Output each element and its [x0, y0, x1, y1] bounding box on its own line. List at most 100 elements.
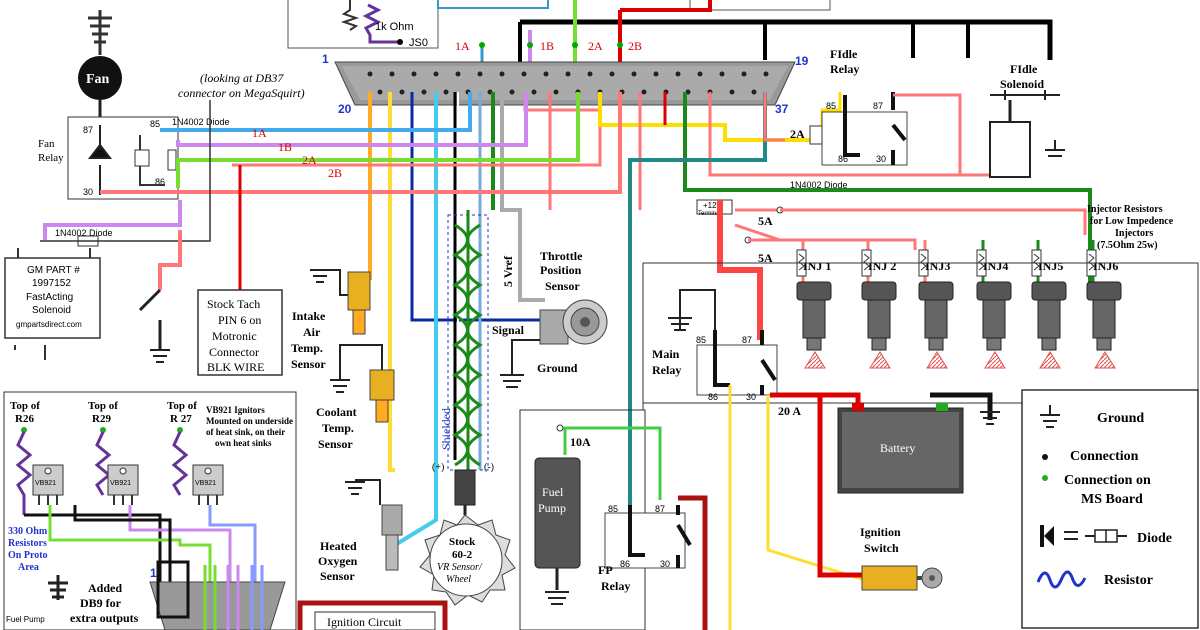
o2-label-3: Sensor [320, 569, 355, 583]
main-relay: Main Relay 85 87 86 30 20 A Battery Igni… [642, 262, 1199, 630]
main-pin-86: 86 [708, 392, 718, 402]
tach-line-3: Motronic [212, 329, 257, 343]
tps: Throttle Position Sensor 5 Vref Signal G… [492, 249, 608, 388]
db9-note-1: Added [88, 581, 122, 595]
main-pin-85: 85 [696, 335, 706, 345]
top-r27-2: R 27 [170, 413, 192, 425]
injector-1: INJ 1 [796, 240, 832, 369]
fan-wire-1b: 1B [278, 140, 292, 154]
res-note-3: On Proto [8, 550, 48, 561]
tps-label-3: Sensor [545, 279, 580, 293]
fan-pin-86: 86 [155, 177, 165, 187]
connector-note-1: (looking at DB37 [200, 71, 284, 85]
fp-pin-30: 30 [660, 559, 670, 569]
res-note-2: Resistors [8, 538, 47, 549]
ignitor-note-1: VB921 Ignitors [206, 405, 265, 415]
fidle-sol-1: FIdle [1010, 62, 1038, 76]
terminal-label-2: Terminal [698, 211, 721, 217]
vb921-label-1: VB921 [35, 480, 56, 487]
injector-bank: INJ 1 INJ 2 INJ3 INJ4 INJ5 INJ6 [796, 240, 1122, 369]
fidle-fuse-2a: 2A [790, 127, 805, 141]
legend-ground: Ground [1097, 411, 1144, 426]
fan-pin-30: 30 [83, 187, 93, 197]
legend-ground-icon [1040, 405, 1060, 428]
stock-tach: Stock Tach PIN 6 on Motronic Connector B… [197, 165, 283, 376]
vb921-chip-1: VB921 [32, 464, 64, 505]
clt-label-3: Sensor [318, 437, 353, 451]
pump-label-1: Fuel [542, 485, 564, 499]
iat-label-4: Sensor [291, 357, 326, 371]
ignition-label-2: Switch [864, 541, 899, 555]
injector-label-4: INJ4 [983, 259, 1008, 273]
top-r26-1: Top of [10, 400, 40, 412]
top-label-1a: 1A [455, 39, 470, 53]
db9-note-2: DB9 for [80, 596, 122, 610]
injector-5: INJ5 [1031, 240, 1067, 369]
ignitor-note-3: of heat sink, on their [206, 427, 285, 437]
injector-resistor-note: Injector Resistors for Low Impedence Inj… [1087, 204, 1174, 251]
fidle-relay-1: FIdle [830, 47, 858, 61]
injector-6: INJ6 [1086, 240, 1122, 369]
legend-resistor: Resistor [1104, 573, 1153, 588]
injector-label-1: INJ 1 [803, 259, 831, 273]
legend-diode-icon [1040, 525, 1127, 547]
legend-connection-icon [1042, 454, 1048, 460]
iat-label-2: Air [303, 325, 321, 339]
solenoid-line-2: 1997152 [32, 278, 71, 289]
top-r29-1: Top of [88, 400, 118, 412]
inj-fuse-5a-2: 5A [758, 251, 773, 265]
vref-label: 5 Vref [501, 255, 515, 287]
top-label-2b: 2B [628, 39, 642, 53]
ignitor-note-2: Mounted on underside [206, 416, 293, 426]
injector-label-5: INJ5 [1038, 259, 1063, 273]
vr-label-3: VR Sensor/ [437, 562, 483, 573]
gm-solenoid: 1N4002 Diode GM PART # 1997152 FastActin… [4, 100, 211, 363]
fp-relay-1: FP [598, 563, 613, 577]
inj-res-4: (7.5Ohm 25w) [1097, 240, 1158, 251]
injector-4: INJ4 [976, 240, 1012, 369]
fan-pin-85: 85 [150, 119, 160, 129]
resistor-box: 1k Ohm JS0 [287, 0, 831, 49]
temp-sensors: Intake Air Temp. Sensor Coolant Temp. Se… [291, 269, 403, 583]
inj-fuse-5a-1: 5A [758, 214, 773, 228]
fan-wire-2a: 2A [302, 153, 317, 167]
tach-line-5: BLK WIRE [207, 360, 264, 374]
resistor-label: 1k Ohm [375, 21, 414, 33]
main-relay-2: Relay [652, 363, 681, 377]
pump-label-2: Pump [538, 501, 566, 515]
fan-label: Fan [86, 72, 110, 87]
vr-sensor: Shielded (+) (-) Stock 60-2 VR Sensor/ W… [419, 210, 516, 606]
signal-label: Signal [492, 323, 525, 337]
fidle-pin-85: 85 [826, 101, 836, 111]
vr-label-2: 60-2 [452, 549, 473, 561]
tach-line-4: Connector [209, 345, 259, 359]
injector-2: INJ 2 [861, 240, 897, 369]
legend: Ground Connection Connection on MS Board… [1021, 389, 1199, 629]
solenoid-line-1: GM PART # [27, 265, 80, 276]
fidle: FIdle Relay FIdle Solenoid 85 87 86 30 2… [790, 47, 1065, 190]
injector-label-6: INJ6 [1093, 259, 1118, 273]
solenoid-diode-label: 1N4002 Diode [55, 228, 113, 238]
fp-relay-2: Relay [601, 579, 630, 593]
fan-section: Fan Fan Relay 87 85 30 86 1N4002 Diode [38, 10, 230, 200]
tach-line-1: Stock Tach [207, 297, 260, 311]
fp-pin-86: 86 [620, 559, 630, 569]
js0-label: JS0 [409, 37, 428, 49]
vb921-label-2: VB921 [110, 480, 131, 487]
fidle-sol-2: Solenoid [1000, 77, 1044, 91]
o2-label-2: Oxygen [318, 554, 358, 568]
top-r27-1: Top of [167, 400, 197, 412]
db37-pin-37: 37 [775, 102, 789, 116]
legend-resistor-icon [1036, 570, 1087, 589]
fan-wire-2b: 2B [328, 166, 342, 180]
connector-note-2: connector on MegaSquirt) [178, 86, 305, 100]
fidle-diode-label: 1N4002 Diode [790, 180, 848, 190]
fan-diode-label: 1N4002 Diode [172, 117, 230, 127]
injector-3: INJ3 [918, 240, 954, 369]
inj-res-3: Injectors [1115, 228, 1153, 239]
solenoid-line-5: gmpartsdirect.com [16, 320, 82, 329]
legend-ms-connection-icon [1042, 475, 1048, 481]
fidle-pin-30: 30 [876, 154, 886, 164]
db9-pin-1: 1 [150, 566, 157, 580]
